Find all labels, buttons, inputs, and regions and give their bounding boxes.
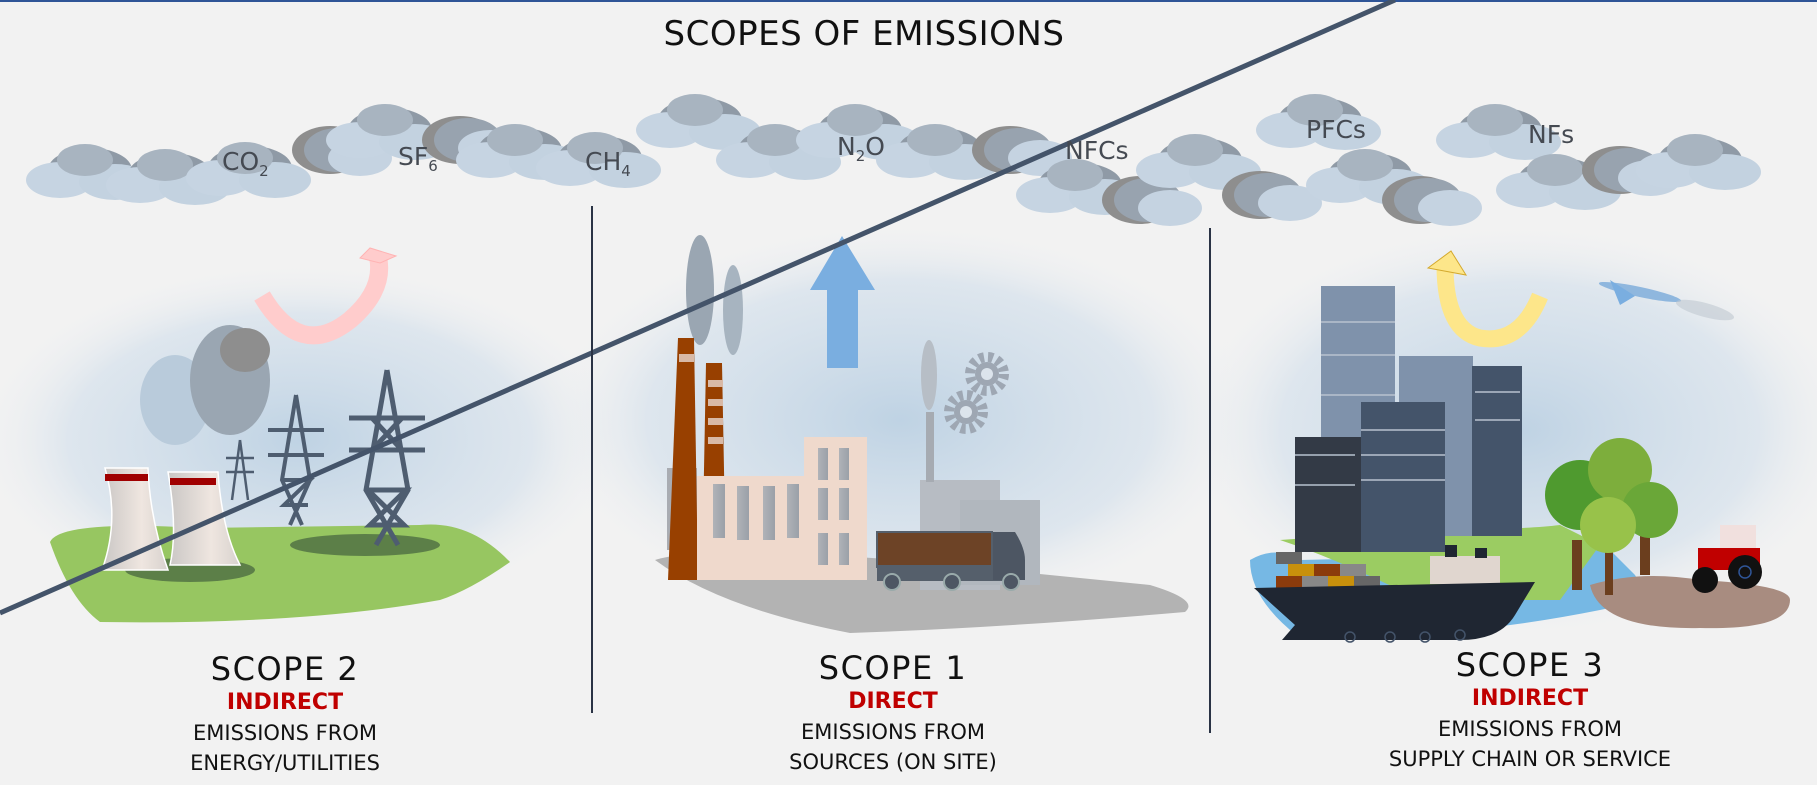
divider-left [591,206,593,713]
scope-1-desc-line1: EMISSIONS FROM [801,720,985,744]
supply-chain-illustration [0,0,1790,643]
scope-2-title: SCOPE 2 [210,650,360,688]
scope-3-title: SCOPE 3 [1455,646,1605,684]
gas-label-pfcs: PFCs [1306,115,1366,144]
gas-label-sf6: SF6 [398,142,438,175]
up-arrow-icon [810,236,875,368]
power-plant-illustration [50,247,510,623]
scope-2-type: INDIRECT [226,690,344,715]
gas-label-n2o: N2O [837,132,885,165]
scope-1-title: SCOPE 1 [818,649,968,687]
trees-icon [1545,438,1678,595]
gear-icon [965,352,1009,396]
gas-label-co2: CO2 [222,147,269,180]
scope-1-desc-line2: SOURCES (ON SITE) [789,750,997,774]
cloud-band [26,94,1761,226]
truck-icon [876,531,1025,591]
scope-1-caption: SCOPE 1 DIRECT EMISSIONS FROM SOURCES (O… [708,649,1078,777]
pylon-icon [226,439,254,501]
gear-icon [944,390,988,434]
scope-3-desc-line1: EMISSIONS FROM [1438,717,1622,741]
cargo-ship-icon [0,0,1535,643]
scope-2-desc-line1: EMISSIONS FROM [193,721,377,745]
gas-label-nfcs: NFCs [1065,136,1129,165]
divider-right [1209,228,1211,733]
pylon-icon [268,394,324,526]
top-accent-bar [0,0,1817,2]
factory-illustration [655,235,1189,633]
curved-arrow-icon [1436,264,1548,348]
scope-1-type: DIRECT [848,689,938,714]
scope-3-type: INDIRECT [1471,686,1589,711]
scope-2-desc-line2: ENERGY/UTILITIES [190,751,380,775]
gas-label-nfs: NFs [1528,120,1575,149]
airplane-icon [1598,280,1735,321]
pylon-icon [349,369,425,547]
scope-3-caption: SCOPE 3 INDIRECT EMISSIONS FROM SUPPLY C… [1330,646,1730,774]
scope-3-desc-line2: SUPPLY CHAIN OR SERVICE [1388,747,1672,771]
tractor-icon [1692,525,1762,593]
page-title: SCOPES OF EMISSIONS [663,14,1065,54]
scope-2-caption: SCOPE 2 INDIRECT EMISSIONS FROM ENERGY/U… [100,650,470,778]
curved-arrow-icon [254,255,389,345]
gas-label-ch4: CH4 [585,147,631,180]
